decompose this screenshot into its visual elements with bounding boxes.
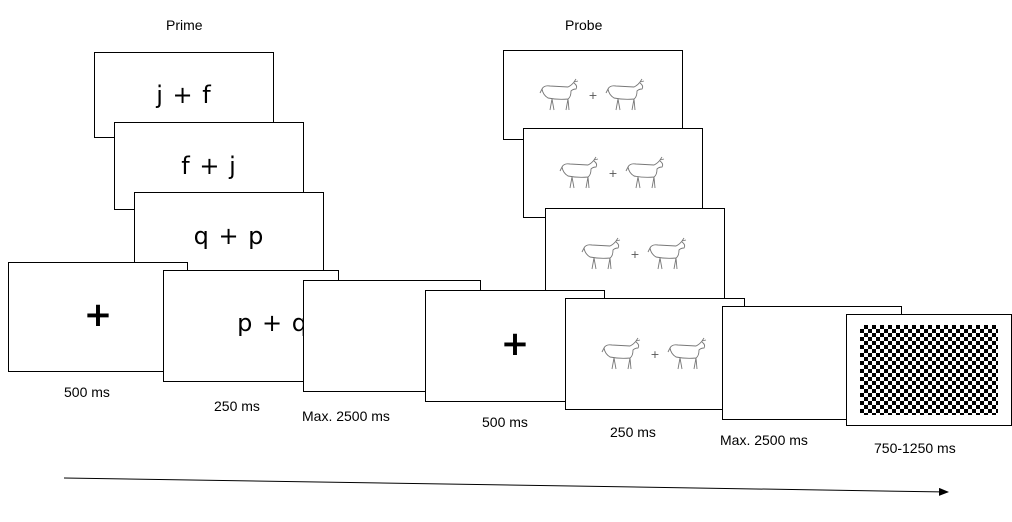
goat-icon [601,337,641,370]
goat-icon [625,156,664,189]
probe-goat-pair: + [524,155,702,191]
fixation-cross: + [500,324,530,364]
goat-icon [667,337,706,370]
probe-screen-3: + [545,208,725,300]
probe-header: Probe [565,17,603,33]
probe-separator: + [588,88,598,102]
timing-label-response-2: Max. 2500 ms [720,432,808,448]
goat-icon [539,78,579,111]
probe-separator: + [608,166,618,180]
goat-icon [605,78,644,111]
timing-label-prime: 250 ms [214,398,260,414]
timing-label-probe: 250 ms [610,424,656,440]
timing-label-fixation-2: 500 ms [482,414,528,430]
timing-label-fixation-1: 500 ms [64,384,110,400]
probe-goat-pair: + [504,77,682,113]
mask-screen [846,314,1012,426]
fixation-cross: + [83,295,113,335]
timing-label-response-1: Max. 2500 ms [302,408,390,424]
prime-text: f + j [181,152,237,180]
probe-goat-pair: + [546,236,724,272]
goat-icon [559,156,599,189]
goat-icon [647,237,686,270]
goat-icon [581,237,621,270]
probe-separator: + [630,247,640,261]
prime-text: p + q [237,309,308,338]
prime-text: j + f [156,81,212,109]
checkerboard-mask [860,325,998,415]
probe-separator: + [650,347,660,361]
prime-header: Prime [166,17,203,33]
probe-goat-pair: + [566,336,744,372]
timing-label-mask: 750-1250 ms [874,440,956,456]
prime-text: q + p [193,222,265,250]
probe-screen-1: + [503,50,683,140]
